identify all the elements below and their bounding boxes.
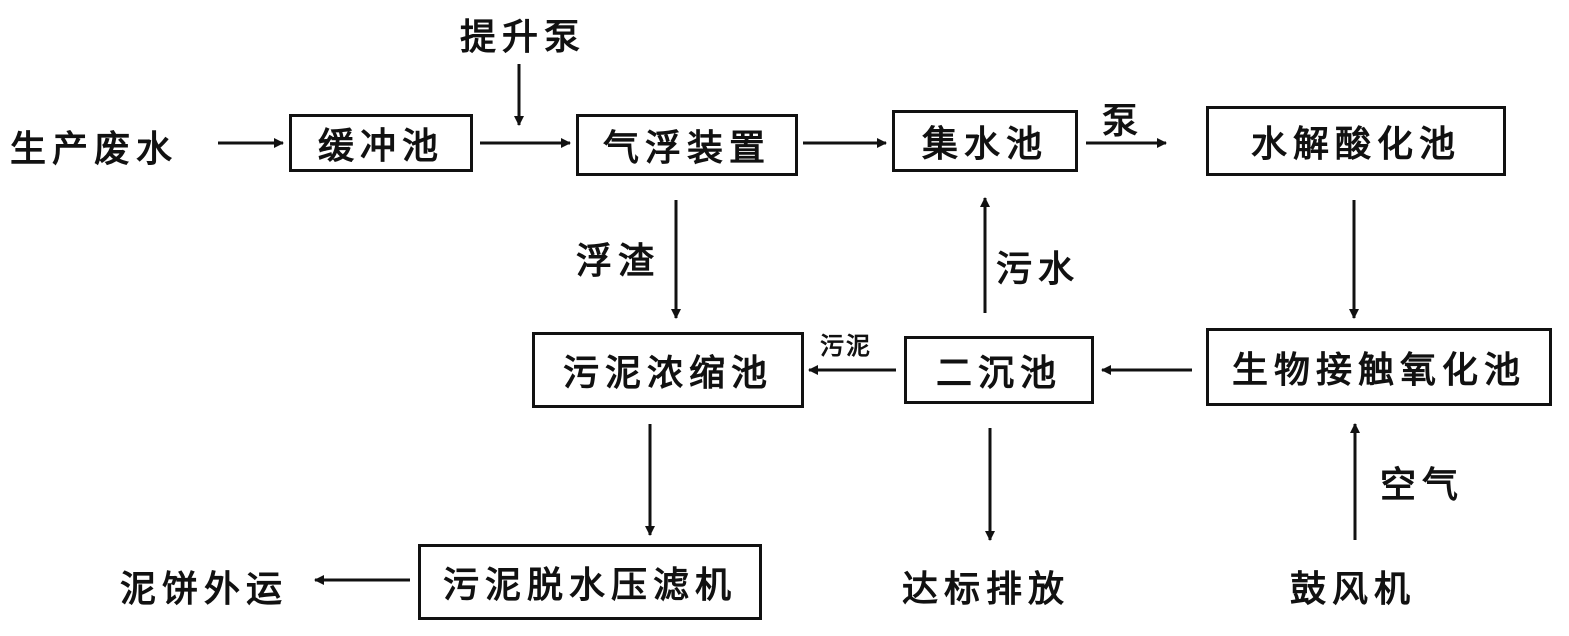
label-lift-pump: 提升泵 (460, 17, 587, 58)
node-secondary: 二沉池 (904, 336, 1094, 404)
label-scum: 浮渣 (576, 241, 661, 282)
label-sewage: 污水 (996, 249, 1081, 290)
node-input: 生产废水 (10, 129, 179, 170)
label-air: 空气 (1380, 465, 1465, 506)
node-bio-oxidation: 生物接触氧化池 (1206, 328, 1552, 406)
node-hydrolysis: 水解酸化池 (1206, 106, 1506, 176)
node-blower: 鼓风机 (1290, 569, 1417, 610)
node-flotation: 气浮装置 (576, 114, 798, 176)
label-pump: 泵 (1102, 101, 1145, 142)
label-sludge: 污泥 (820, 332, 872, 360)
node-discharge: 达标排放 (902, 569, 1071, 610)
node-press: 污泥脱水压滤机 (418, 544, 762, 620)
node-collect: 集水池 (892, 110, 1078, 172)
node-thickener: 污泥浓缩池 (532, 332, 804, 408)
node-cake-out: 泥饼外运 (120, 569, 289, 610)
node-buffer: 缓冲池 (289, 114, 473, 172)
